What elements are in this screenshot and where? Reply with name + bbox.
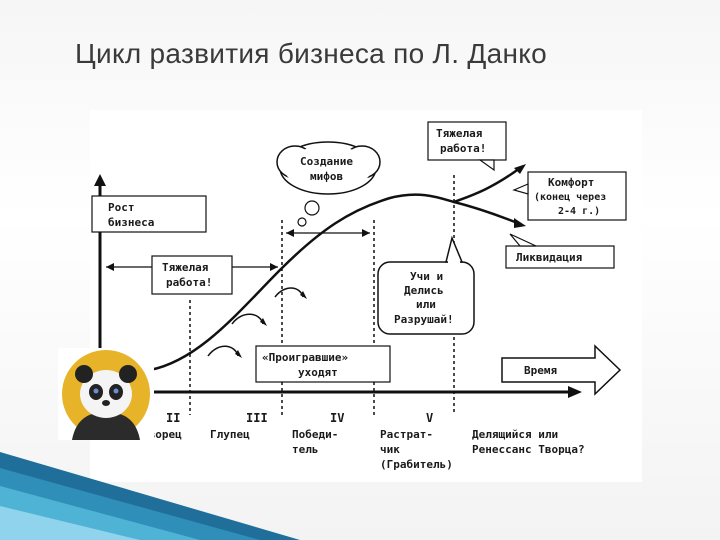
business-cycle-diagram: Рост бизнеса Тяжелая работа! Комфорт (ко…	[90, 110, 642, 482]
myths-line1: Создание	[300, 155, 353, 168]
panda-avatar	[58, 348, 154, 440]
stage-name-3: Глупец	[210, 428, 250, 441]
comfort-line1: Комфорт	[548, 176, 594, 189]
comfort-line2: (конец через	[534, 192, 606, 203]
y-axis-arrow	[94, 174, 106, 186]
teach-bubble	[377, 261, 475, 335]
stage-name-5-line3: (Грабитель)	[380, 458, 453, 471]
myths-cloud	[276, 141, 381, 227]
y-axis-label-line1: Рост	[108, 201, 135, 214]
stage-numeral-3: III	[246, 411, 268, 425]
liquidation-box	[505, 245, 615, 269]
losers-line1: «Проигравшие»	[262, 351, 348, 364]
curl-arrow-1	[207, 345, 239, 357]
slide-title: Цикл развития бизнеса по Л. Данко	[75, 38, 548, 69]
comfort-box	[527, 171, 627, 221]
stage-name-5-line2: чик	[380, 443, 400, 456]
teach-line1: Учи и	[410, 270, 443, 283]
hard-work-mid-line2: работа!	[166, 276, 212, 289]
stage-name-6-line2: Ренессанс Творца?	[472, 443, 585, 456]
y-axis-label-box	[91, 195, 207, 233]
curl-arrow-3	[274, 287, 304, 298]
stage-numeral-4: IV	[330, 411, 344, 425]
decline-curve	[453, 200, 521, 226]
hard-work-top-line1: Тяжелая	[436, 127, 482, 140]
growth-curve	[149, 166, 521, 372]
teach-line4: Разрушай!	[394, 313, 454, 326]
hard-work-top-line2: работа!	[440, 142, 486, 155]
diagram-canvas: Рост бизнеса Тяжелая работа! Комфорт (ко…	[91, 121, 627, 471]
x-axis-arrow	[568, 386, 582, 398]
stage-numeral-5: V	[426, 411, 433, 425]
hard-work-top-box	[427, 121, 507, 161]
stage-name-6-line1: Делящийся или	[472, 428, 558, 441]
comfort-line3: 2-4 г.)	[558, 206, 600, 217]
decline-curve-arrow	[514, 218, 526, 228]
hard-work-mid-box	[151, 255, 233, 295]
stage-name-4-line1: Победи-	[292, 428, 338, 441]
teach-line3: или	[416, 298, 436, 311]
y-axis-label-line2: бизнеса	[108, 216, 154, 229]
time-label: Время	[524, 364, 557, 377]
stage-name-4-line2: тель	[292, 443, 319, 456]
losers-line2: уходят	[298, 366, 338, 379]
growth-curve-arrow	[514, 164, 526, 174]
liquidation-text: Ликвидация	[516, 251, 582, 264]
time-arrow	[501, 344, 622, 396]
teach-line2: Делись	[404, 284, 444, 297]
hard-work-mid-line1: Тяжелая	[162, 261, 208, 274]
stage-numeral-2: II	[166, 411, 180, 425]
losers-box	[255, 345, 391, 383]
stage-name-5-line1: Растрат-	[380, 428, 433, 441]
myths-line2: мифов	[310, 170, 343, 183]
decorative-stripes	[0, 452, 300, 540]
